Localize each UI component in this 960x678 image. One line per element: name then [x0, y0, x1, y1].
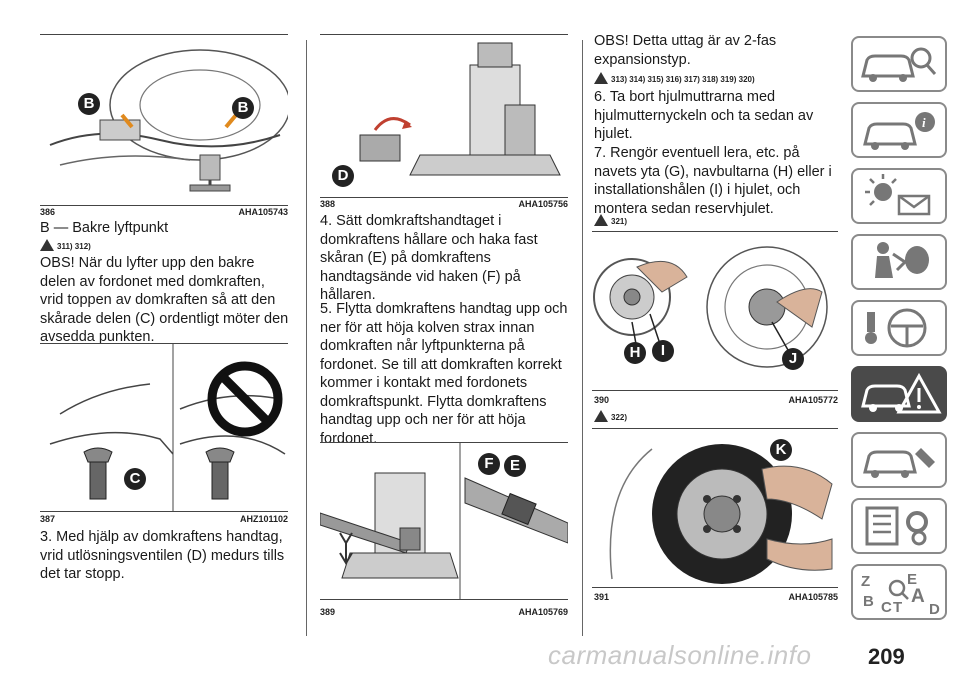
tab-warning-lights[interactable]	[851, 168, 947, 224]
warning-ref-text: 321)	[611, 217, 628, 226]
label-j: J	[782, 348, 804, 370]
paragraph-obs-jack: OBS! När du lyfter upp den bakre delen a…	[40, 254, 290, 347]
paragraph-text: 3. Med hjälp av domkraftens handtag, vri…	[40, 529, 285, 582]
tab-index[interactable]: Z E B A C T D	[851, 564, 947, 620]
index-letter: T	[893, 599, 902, 616]
warning-triangle-icon	[594, 72, 608, 84]
technical-data-gear-icon	[865, 506, 928, 546]
figure-code: AHA105769	[518, 607, 568, 617]
figure-388-jack-valve: D	[320, 34, 568, 198]
label-d: D	[332, 165, 354, 187]
figure-391-spare-wheel: K	[592, 428, 838, 588]
label-f: F	[478, 453, 500, 475]
label-h: H	[624, 342, 646, 364]
label-k: K	[770, 439, 792, 461]
tab-steering-start[interactable]	[851, 300, 947, 356]
tab-car-info[interactable]: i	[851, 102, 947, 158]
figure-number: 391	[594, 592, 610, 602]
paragraph-step-6: 6. Ta bort hjulmuttrarna med hjulmuttern…	[594, 88, 840, 144]
paragraph-text: OBS! När du lyfter upp den bakre delen a…	[40, 255, 289, 345]
warning-triangle-icon	[594, 410, 608, 422]
warning-ref-text: 322)	[611, 413, 628, 422]
figure-number: 388	[320, 199, 336, 209]
figure-number: 386	[40, 207, 56, 217]
tab-car-search[interactable]	[851, 36, 947, 92]
index-letter: C	[881, 599, 892, 616]
index-letter: B	[863, 593, 874, 610]
paragraph-text: 5. Flytta domkraftens handtag upp och ne…	[320, 301, 568, 447]
paragraph-obs-expansion: OBS! Detta uttag är av 2-fas expansionst…	[594, 32, 840, 69]
label-e: E	[504, 455, 526, 477]
warning-triangle-icon	[594, 214, 608, 226]
figure-390-hub-cleaning: H I J	[592, 231, 838, 391]
figure-number: 389	[320, 607, 336, 617]
caption-b-text: B — Bakre lyftpunkt	[40, 219, 288, 238]
paragraph-text: 7. Rengör eventuell lera, etc. på navets…	[594, 145, 832, 217]
figure-389-jack-handle: F E	[320, 442, 568, 600]
figure-code: AHA105785	[788, 592, 838, 602]
warning-lights-message-icon	[865, 174, 931, 216]
tab-maintenance[interactable]	[851, 432, 947, 488]
label-i: I	[652, 340, 674, 362]
steering-wheel-key-icon	[865, 308, 927, 348]
warning-ref-1: 311) 312)	[40, 239, 91, 251]
column-divider	[306, 40, 307, 636]
caption-b: B — Bakre lyftpunkt	[40, 220, 169, 236]
car-search-icon	[861, 47, 937, 82]
warning-triangle-icon	[40, 239, 54, 251]
figure-number: 390	[594, 395, 610, 405]
index-letter: E	[907, 571, 917, 588]
label-b-right: B	[232, 97, 254, 119]
paragraph-step-7: 7. Rengör eventuell lera, etc. på navets…	[594, 144, 840, 218]
alphabetical-index-icon: Z E B A C T D	[861, 571, 940, 618]
car-breakdown-warning-icon	[861, 372, 942, 414]
index-letter: Z	[861, 573, 870, 590]
paragraph-step-5: 5. Flytta domkraftens handtag upp och ne…	[320, 300, 570, 448]
watermark: carmanualsonline.info	[548, 640, 812, 670]
paragraph-text: 4. Sätt domkraftshandtaget i domkraftens…	[320, 213, 538, 303]
figure-code: AHA105772	[788, 395, 838, 405]
label-c: C	[124, 468, 146, 490]
seat-airbag-icon	[875, 242, 929, 278]
warning-ref-text: 313) 314) 315) 316) 317) 318) 319) 320)	[611, 75, 755, 84]
car-maintenance-icon	[863, 448, 935, 478]
warning-ref-3: 321)	[594, 214, 627, 226]
svg-text:i: i	[922, 115, 926, 130]
paragraph-step-3: 3. Med hjälp av domkraftens handtag, vri…	[40, 528, 290, 584]
figure-386-rear-jack-point: B B	[40, 34, 288, 206]
warning-ref-2: 313) 314) 315) 316) 317) 318) 319) 320)	[594, 72, 755, 84]
paragraph-text: OBS! Detta uttag är av 2-fas expansionst…	[594, 33, 777, 68]
paragraph-step-4: 4. Sätt domkraftshandtaget i domkraftens…	[320, 212, 570, 305]
figure-code: AHZ101102	[239, 514, 288, 524]
label-b-left: B	[78, 93, 100, 115]
column-divider	[582, 40, 583, 636]
page-number: 209	[868, 644, 905, 669]
index-letter: A	[911, 586, 925, 607]
warning-ref-text: 311) 312)	[57, 242, 91, 251]
tab-breakdown[interactable]	[851, 366, 947, 422]
tab-seats-airbags[interactable]	[851, 234, 947, 290]
figure-code: AHA105743	[238, 207, 288, 217]
paragraph-text: 6. Ta bort hjulmuttrarna med hjulmuttern…	[594, 89, 814, 142]
index-letter: D	[929, 601, 940, 618]
figure-387-jack-notch: C	[40, 343, 288, 512]
figure-number: 387	[40, 514, 56, 524]
tab-technical-data[interactable]	[851, 498, 947, 554]
car-info-icon: i	[863, 112, 935, 150]
figure-code: AHA105756	[518, 199, 568, 209]
warning-ref-4: 322)	[594, 410, 627, 422]
